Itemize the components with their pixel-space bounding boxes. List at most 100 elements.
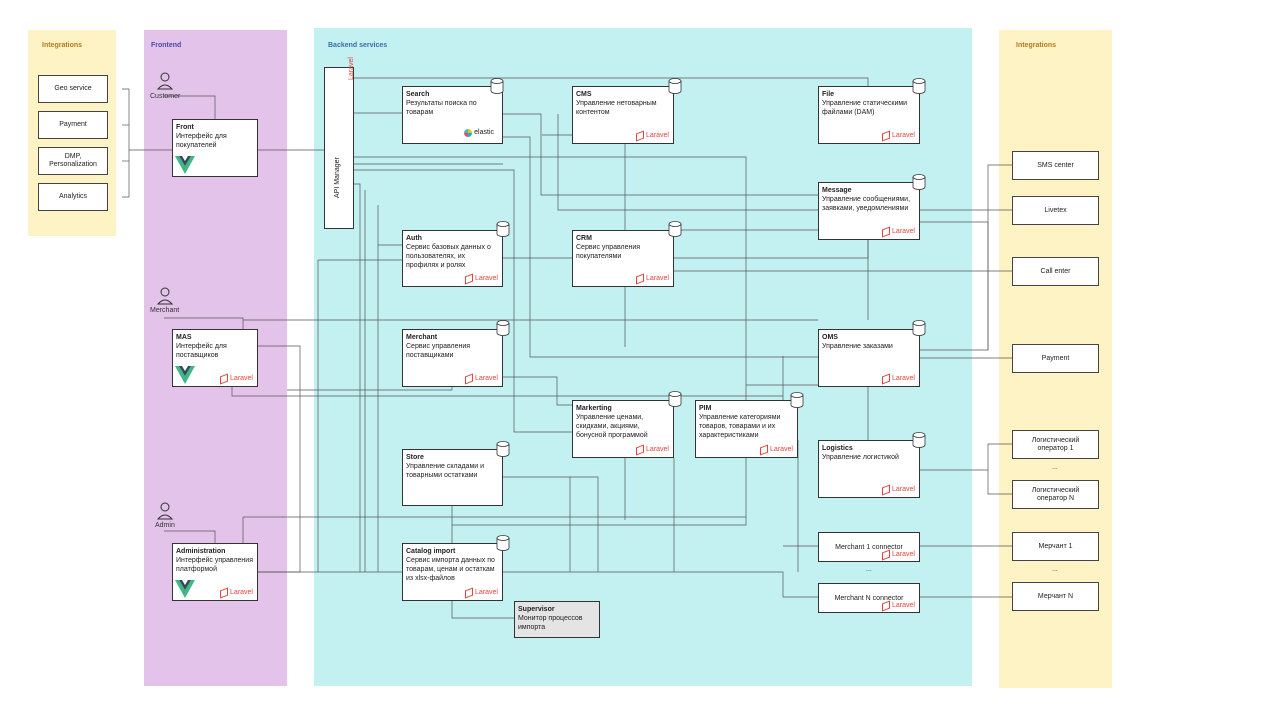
store-service-box[interactable]: Store Управление складами и товарными ос… bbox=[402, 449, 503, 506]
merchantN-connector-box[interactable]: Merchant N connector Laravel bbox=[818, 583, 920, 613]
laravel-logo: Laravel bbox=[882, 130, 915, 141]
catalog-import-title: Catalog import bbox=[406, 548, 456, 555]
search-service-box[interactable]: Search Результаты поиска по товарам elas… bbox=[402, 86, 503, 144]
api-manager-label: API Manager bbox=[334, 157, 341, 198]
admin-person-icon bbox=[156, 502, 174, 520]
merchant-desc: Сервис управления поставщиками bbox=[406, 343, 471, 359]
message-desc: Управление сообщениями, заявками, уведом… bbox=[822, 196, 911, 212]
crm-title: CRM bbox=[576, 235, 592, 242]
front-title: Front bbox=[176, 124, 194, 131]
laravel-icon bbox=[636, 444, 645, 455]
pim-desc: Управление категориями товаров, товарами… bbox=[699, 414, 781, 439]
pim-title: PIM bbox=[699, 405, 712, 412]
cms-service-box[interactable]: CMS Управление нетоварным контентом Lara… bbox=[572, 86, 674, 144]
dmp-box[interactable]: DMP, Personalization bbox=[38, 147, 108, 175]
auth-desc: Сервис базовых данных о пользователях, и… bbox=[406, 244, 491, 269]
logistics-operator-1-box[interactable]: Логистический оператор 1 bbox=[1012, 430, 1099, 459]
mas-box[interactable]: MAS Интерфейс для поставщиков Laravel bbox=[172, 329, 258, 387]
database-icon bbox=[496, 221, 510, 237]
database-icon bbox=[668, 78, 682, 94]
database-icon bbox=[496, 320, 510, 336]
laravel-logo: Laravel bbox=[636, 273, 669, 284]
laravel-icon bbox=[882, 373, 891, 384]
laravel-logo: Laravel bbox=[465, 273, 498, 284]
elastic-logo: elastic bbox=[464, 128, 494, 137]
front-box[interactable]: Front Интерфейс для покупателей bbox=[172, 119, 258, 177]
elastic-icon bbox=[464, 128, 473, 137]
file-desc: Управление статическими файлами (DAM) bbox=[822, 100, 908, 116]
backend-title: Backend services bbox=[328, 42, 388, 49]
admin-label: Admin bbox=[155, 522, 175, 529]
vue-icon bbox=[175, 366, 195, 384]
logistics-desc: Управление логистикой bbox=[822, 454, 899, 461]
database-icon bbox=[912, 320, 926, 336]
oms-title: OMS bbox=[822, 334, 838, 341]
payment-right-box[interactable]: Payment bbox=[1012, 344, 1099, 373]
laravel-logo: Laravel bbox=[760, 444, 793, 455]
store-desc: Управление складами и товарными остаткам… bbox=[406, 463, 485, 479]
catalog-import-service-box[interactable]: Catalog import Сервис импорта данных по … bbox=[402, 543, 503, 601]
file-service-box[interactable]: File Управление статическими файлами (DA… bbox=[818, 86, 920, 144]
merchant-1-box[interactable]: Мерчант 1 bbox=[1012, 532, 1099, 561]
integrations-left-title: Integrations bbox=[42, 42, 83, 49]
database-icon bbox=[668, 221, 682, 237]
mas-desc: Интерфейс для поставщиков bbox=[176, 343, 227, 359]
laravel-logo: Laravel bbox=[465, 373, 498, 384]
crm-service-box[interactable]: CRM Сервис управления покупателями Larav… bbox=[572, 230, 674, 287]
marketing-service-box[interactable]: Markerting Управление ценами, скидками, … bbox=[572, 400, 674, 458]
analytics-box[interactable]: Analytics bbox=[38, 183, 108, 211]
merchant-actor-label: Merchant bbox=[150, 307, 180, 314]
logistics-title: Logistics bbox=[822, 445, 853, 452]
administration-box[interactable]: Administration Интерфейс управления плат… bbox=[172, 543, 258, 601]
supervisor-box[interactable]: Supervisor Монитор процессов импорта bbox=[514, 601, 600, 638]
logistics-operator-n-box[interactable]: Логистический оператор N bbox=[1012, 480, 1099, 509]
database-icon bbox=[912, 174, 926, 190]
supervisor-desc: Монитор процессов импорта bbox=[518, 615, 583, 631]
merchant-service-box[interactable]: Merchant Сервис управления поставщиками … bbox=[402, 329, 503, 387]
laravel-icon bbox=[882, 484, 891, 495]
laravel-icon bbox=[882, 130, 891, 141]
call-enter-box[interactable]: Call enter bbox=[1012, 257, 1099, 286]
merchants-ellipsis: ... bbox=[1052, 566, 1058, 573]
laravel-vertical-label: Laravel bbox=[348, 57, 355, 80]
auth-title: Auth bbox=[406, 235, 422, 242]
merchantN-connector-label: Merchant N connector bbox=[834, 595, 904, 602]
laravel-icon bbox=[465, 273, 474, 284]
laravel-icon bbox=[882, 600, 891, 611]
laravel-logo: Laravel bbox=[636, 130, 669, 141]
merchant-title: Merchant bbox=[406, 334, 438, 341]
oms-service-box[interactable]: OMS Управление заказами Laravel bbox=[818, 329, 920, 387]
database-icon bbox=[790, 392, 804, 408]
geo-service-box[interactable]: Geo service bbox=[38, 75, 108, 103]
sms-center-box[interactable]: SMS center bbox=[1012, 151, 1099, 180]
laravel-logo: Laravel bbox=[882, 600, 915, 611]
merchant-person-icon bbox=[156, 287, 174, 305]
crm-desc: Сервис управления покупателями bbox=[576, 244, 641, 260]
api-manager-box[interactable]: API Manager Laravel bbox=[324, 57, 355, 229]
vue-icon bbox=[175, 580, 195, 598]
frontend-title: Frontend bbox=[151, 42, 182, 49]
laravel-logo: Laravel bbox=[882, 373, 915, 384]
laravel-logo: Laravel bbox=[220, 587, 253, 598]
customer-label: Customer bbox=[150, 93, 181, 100]
payment-left-box[interactable]: Payment bbox=[38, 111, 108, 139]
administration-title: Administration bbox=[176, 548, 226, 555]
oms-desc: Управление заказами bbox=[822, 343, 893, 350]
laravel-icon bbox=[760, 444, 769, 455]
supervisor-title: Supervisor bbox=[518, 606, 555, 613]
auth-service-box[interactable]: Auth Сервис базовых данных о пользовател… bbox=[402, 230, 503, 287]
file-title: File bbox=[822, 91, 835, 98]
message-service-box[interactable]: Message Управление сообщениями, заявками… bbox=[818, 182, 920, 240]
merchant-n-box[interactable]: Мерчант N bbox=[1012, 582, 1099, 611]
logistics-service-box[interactable]: Logistics Управление логистикой Laravel bbox=[818, 440, 920, 498]
merchant1-connector-label: Merchant 1 connector bbox=[835, 544, 903, 551]
pim-service-box[interactable]: PIM Управление категориями товаров, това… bbox=[695, 400, 798, 458]
merchant1-connector-box[interactable]: Merchant 1 connector Laravel bbox=[818, 532, 920, 562]
livetex-box[interactable]: Livetex bbox=[1012, 196, 1099, 225]
integrations-right-title: Integrations bbox=[1016, 42, 1057, 49]
front-desc: Интерфейс для покупателей bbox=[176, 133, 227, 149]
database-icon bbox=[490, 78, 504, 94]
laravel-icon bbox=[882, 226, 891, 237]
connectors-ellipsis: ... bbox=[866, 566, 872, 573]
